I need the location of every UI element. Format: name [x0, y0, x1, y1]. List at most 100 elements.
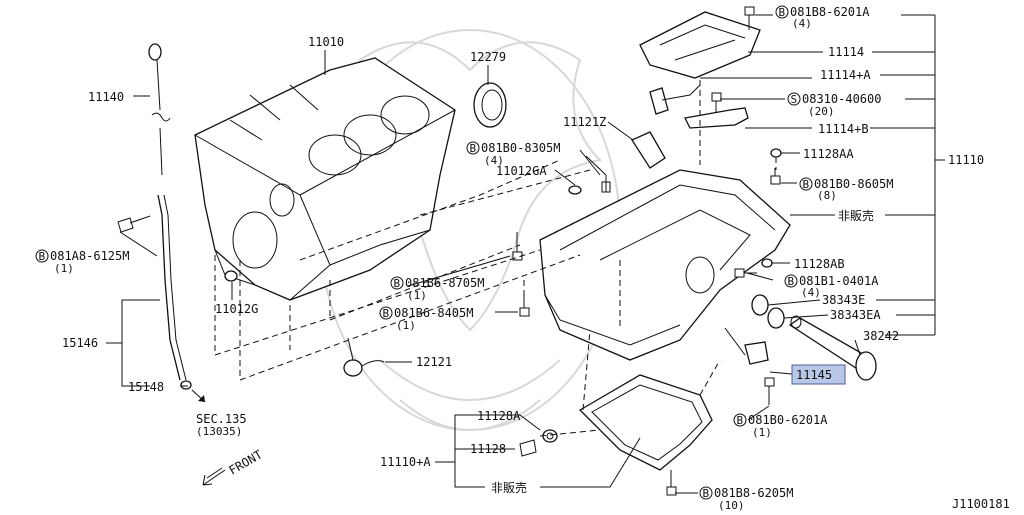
label-081b0-8605m[interactable]: 081B0-8605M — [814, 177, 893, 191]
plug-11012g — [224, 270, 238, 282]
label-081b0-6201a[interactable]: 081B0-6201A — [748, 413, 828, 427]
oil-level-sensor-11145 — [724, 327, 769, 365]
qty-081b6-8405m: (1) — [396, 319, 416, 332]
qty-08310-40600: (20) — [808, 105, 835, 118]
label-11110[interactable]: 11110 — [948, 153, 984, 167]
badge-081b0-6201: B — [733, 413, 747, 427]
label-sec-135[interactable]: SEC.135 — [196, 412, 247, 426]
label-081b8-6205m[interactable]: 081B8-6205M — [714, 486, 793, 500]
label-11114b[interactable]: 11114+B — [818, 122, 869, 136]
label-11128aa[interactable]: 11128AA — [803, 147, 854, 161]
svg-text:B: B — [383, 307, 390, 320]
knock-sensor-12121 — [343, 337, 385, 377]
qty-081b6-8705m: (1) — [407, 289, 427, 302]
qty-081b0-8605m: (8) — [817, 189, 837, 202]
drawing-number: J1100181 — [952, 497, 1010, 511]
bracket-11121z — [631, 131, 666, 169]
leader-lines — [106, 14, 945, 494]
badge-081b0-8605: B — [799, 177, 813, 191]
front-arrow — [202, 467, 226, 486]
label-081b6-8405m[interactable]: 081B6-8405M — [394, 306, 473, 320]
badge-081b8-6205: B — [699, 486, 713, 500]
lower-oil-pan — [578, 374, 713, 471]
badge-081b6-8705: B — [390, 276, 404, 290]
sec-arrow — [191, 389, 206, 403]
label-15146[interactable]: 15146 — [62, 336, 98, 350]
tube-11114b — [684, 107, 749, 129]
qty-081b0-6201a: (1) — [752, 426, 772, 439]
bolt-081b8-6201a — [744, 6, 755, 30]
label-081b6-8705m[interactable]: 081B6-8705M — [405, 276, 484, 290]
label-11012g[interactable]: 11012G — [215, 302, 258, 316]
label-11012ga[interactable]: 11012GA — [496, 164, 547, 178]
badge-08310: S — [787, 92, 801, 106]
tube-38242 — [788, 315, 877, 381]
badge-081a8: B — [35, 249, 49, 263]
label-081b0-8305m[interactable]: 081B0-8305M — [481, 141, 560, 155]
svg-text:S: S — [791, 93, 798, 106]
bolt-081b0-6201a — [764, 377, 775, 405]
label-11128[interactable]: 11128 — [470, 442, 506, 456]
qty-081a8-6125m: (1) — [54, 262, 74, 275]
washer-11128a — [542, 429, 558, 443]
qty-081b1-0401a: (4) — [801, 286, 821, 299]
label-08310-40600[interactable]: 08310-40600 — [802, 92, 881, 106]
label-sec-ref: (13035) — [196, 425, 242, 438]
label-11114[interactable]: 11114 — [828, 45, 864, 59]
label-081b1-0401a[interactable]: 081B1-0401A — [799, 274, 879, 288]
label-12121[interactable]: 12121 — [416, 355, 452, 369]
label-38343e[interactable]: 38343E — [822, 293, 865, 307]
bolt-081b1-0401a — [734, 268, 757, 278]
bolt-081b0-8305m — [601, 175, 611, 193]
strainer-11114a — [649, 84, 701, 115]
svg-text:B: B — [737, 414, 744, 427]
qty-081b0-8305m: (4) — [484, 154, 504, 167]
label-11110a[interactable]: 11110+A — [380, 455, 431, 469]
badge-081b6-8405: B — [379, 306, 393, 320]
plug-11012ga — [568, 185, 582, 195]
label-15148[interactable]: 15148 — [128, 380, 164, 394]
o-ring-38343e — [751, 294, 769, 316]
label-11145[interactable]: 11145 — [796, 368, 832, 382]
label-081b8-6201a[interactable]: 081B8-6201A — [790, 5, 870, 19]
o-ring-38343ea — [767, 307, 785, 329]
highlight-11145[interactable] — [791, 364, 846, 385]
label-hibaihin-upper: 非販売 — [838, 208, 874, 223]
label-11128ab[interactable]: 11128AB — [794, 257, 845, 271]
svg-text:B: B — [803, 178, 810, 191]
dipstick-guide-tube — [157, 194, 192, 390]
svg-text:B: B — [703, 487, 710, 500]
label-11140[interactable]: 11140 — [88, 90, 124, 104]
upper-oil-pan — [539, 169, 791, 361]
bolt-081a8-6125m — [117, 215, 151, 233]
label-11114a[interactable]: 11114+A — [820, 68, 871, 82]
labels: 11010 12279 11140 B 081A8-6125M (1) 1514… — [35, 5, 1010, 512]
washer-11128aa — [770, 148, 782, 158]
bolt-081b8-6205m — [666, 470, 677, 496]
label-38343ea[interactable]: 38343EA — [830, 308, 881, 322]
label-38242[interactable]: 38242 — [863, 329, 899, 343]
label-11121z[interactable]: 11121Z — [563, 115, 606, 129]
badge-081b8-6201: B — [775, 5, 789, 19]
oil-dipstick — [148, 43, 171, 176]
label-front: FRONT — [227, 447, 265, 477]
label-11010[interactable]: 11010 — [308, 35, 344, 49]
label-081a8-6125m[interactable]: 081A8-6125M — [50, 249, 129, 263]
svg-text:B: B — [779, 6, 786, 19]
svg-text:B: B — [470, 142, 477, 155]
svg-text:B: B — [394, 277, 401, 290]
qty-081b8-6201a: (4) — [792, 17, 812, 30]
label-11128a[interactable]: 11128A — [477, 409, 521, 423]
badge-081b1-0401: B — [784, 274, 798, 288]
rear-oil-seal — [473, 82, 507, 128]
baffle-plate-11114 — [639, 11, 761, 79]
svg-text:B: B — [39, 250, 46, 263]
badge-081b0-8305: B — [466, 141, 480, 155]
assembly-lines — [214, 80, 777, 437]
drain-plug-11128 — [519, 439, 537, 457]
washer-11128ab — [761, 258, 773, 268]
label-hibaihin-lower: 非販売 — [491, 480, 527, 495]
label-12279[interactable]: 12279 — [470, 50, 506, 64]
qty-081b8-6205m: (10) — [718, 499, 745, 511]
